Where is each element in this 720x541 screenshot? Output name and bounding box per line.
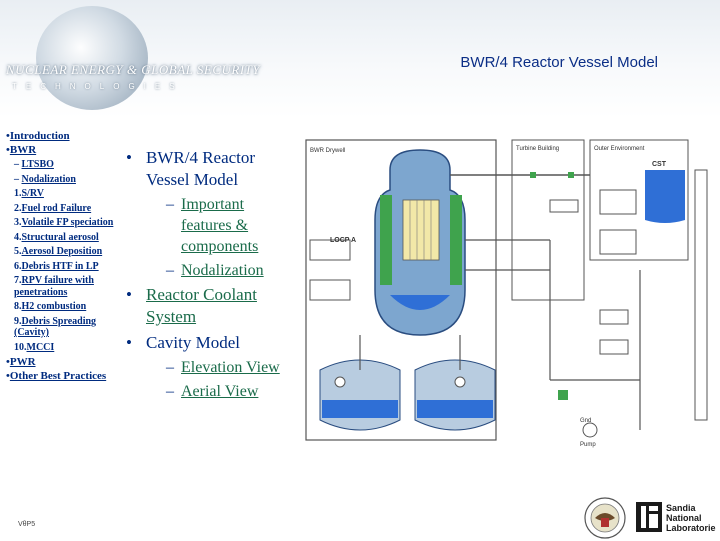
label-cst: CST (652, 161, 667, 168)
nav-sub-aerosol-deposition[interactable]: 5.Aerosol Deposition (14, 246, 103, 257)
snl-line-3: Laboratories (666, 523, 716, 533)
outer-environment-box (589, 139, 689, 261)
slide-id: VθP5 (18, 521, 36, 528)
outline-item-cavity-model: •Cavity Model (126, 333, 240, 352)
nav-sub-mcci[interactable]: 10.MCCI (14, 341, 55, 353)
nav-sub-srv[interactable]: 1.S/RV (14, 188, 44, 199)
sandia-logo: Sandia National Laboratories (636, 500, 720, 536)
label-outer-env: Outer Environment (594, 146, 645, 152)
pump-icon (582, 422, 598, 438)
snl-line-1: Sandia (666, 503, 697, 513)
label-pump: Pump (580, 442, 596, 448)
label-drywell: BWR Drywell (310, 148, 345, 154)
downcomer-left (380, 195, 392, 285)
nodalization-diagram: BWR Drywell Turbine Building Outer Envir… (300, 130, 716, 455)
pump-icon (454, 376, 466, 388)
globe-icon (36, 6, 148, 110)
main-outline: •BWR/4 Reactor Vessel Model –Important f… (126, 147, 296, 405)
component-box (599, 189, 637, 215)
logo-sub-text: TECHNOLOGIES (12, 82, 184, 91)
snl-line-2: National (666, 513, 702, 523)
pump-icon (334, 376, 346, 388)
lower-plenum-water (390, 295, 450, 310)
component-box (599, 229, 637, 255)
nav-sub-ltsbo[interactable]: – LTSBO (14, 159, 54, 170)
outline-sub-important-features[interactable]: –Important features & components (166, 196, 259, 255)
sandia-logo-graphic: Sandia National Laboratories (636, 502, 720, 533)
left-nav: •Introduction •BWR – LTSBO – Nodalizatio… (6, 130, 124, 384)
drywell-boundary (305, 139, 497, 441)
nav-item-introduction[interactable]: •Introduction (6, 130, 70, 142)
nav-item-other-best-practices[interactable]: •Other Best Practices (6, 370, 107, 382)
nav-sub-fuel-rod-failure[interactable]: 2.Fuel rod Failure (14, 202, 92, 214)
label-locpa: LOCP A (330, 237, 356, 244)
outline-sub-aerial-view[interactable]: –Aerial View (166, 383, 259, 400)
pool-water-left (322, 400, 398, 418)
wetwell-left (319, 359, 401, 431)
component-box (599, 309, 629, 325)
outline-sub-nodalization[interactable]: –Nodalization (166, 262, 264, 279)
component-box (549, 199, 579, 213)
core-region (402, 199, 440, 261)
side-strip (694, 169, 708, 421)
seal-icon (584, 497, 626, 539)
downcomer-right (450, 195, 462, 285)
slide-title: BWR/4 Reactor Vessel Model (460, 54, 658, 71)
component-box (599, 339, 629, 355)
turbine-building-box (511, 139, 585, 301)
nav-item-pwr[interactable]: •PWR (6, 356, 36, 368)
diagram-svg: BWR Drywell Turbine Building Outer Envir… (305, 139, 708, 448)
component-box (309, 239, 351, 261)
slide-header: NUCLEAR ENERGY & GLOBAL SECURITY TECHNOL… (0, 0, 720, 118)
nav-item-bwr[interactable]: •BWR (6, 144, 37, 156)
nav-sub-debris-spreading[interactable]: 9.Debris Spreading (Cavity) (14, 315, 97, 339)
nav-sub-volatile-fp[interactable]: 3.Volatile FP speciation (14, 217, 114, 228)
outline-item-rcs[interactable]: •Reactor Coolant System (126, 285, 257, 326)
component-box (309, 279, 351, 301)
outline-sub-elevation-view[interactable]: –Elevation View (166, 359, 280, 376)
nav-sub-nodalization[interactable]: – Nodalization (14, 173, 76, 185)
cst-tank (645, 170, 685, 223)
nav-sub-debris-htf[interactable]: 6.Debris HTF in LP (14, 260, 99, 272)
logo-main-text: NUCLEAR ENERGY & GLOBAL SECURITY (6, 62, 261, 77)
label-ground: Gnd (580, 418, 591, 424)
wetwell-right (414, 359, 496, 431)
nav-sub-structural-aerosol[interactable]: 4.Structural aerosol (14, 231, 99, 243)
pool-water-right (417, 400, 493, 418)
outline-item-reactor-vessel: •BWR/4 Reactor Vessel Model (126, 148, 256, 189)
nav-bwr-sublist: – LTSBO – Nodalization 1.S/RV 2.Fuel rod… (14, 159, 124, 353)
nav-sub-h2-combustion[interactable]: 8.H2 combustion (14, 301, 87, 312)
nav-sub-rpv-failure[interactable]: 7.RPV failure with penetrations (14, 275, 94, 298)
label-turbine: Turbine Building (516, 146, 559, 152)
